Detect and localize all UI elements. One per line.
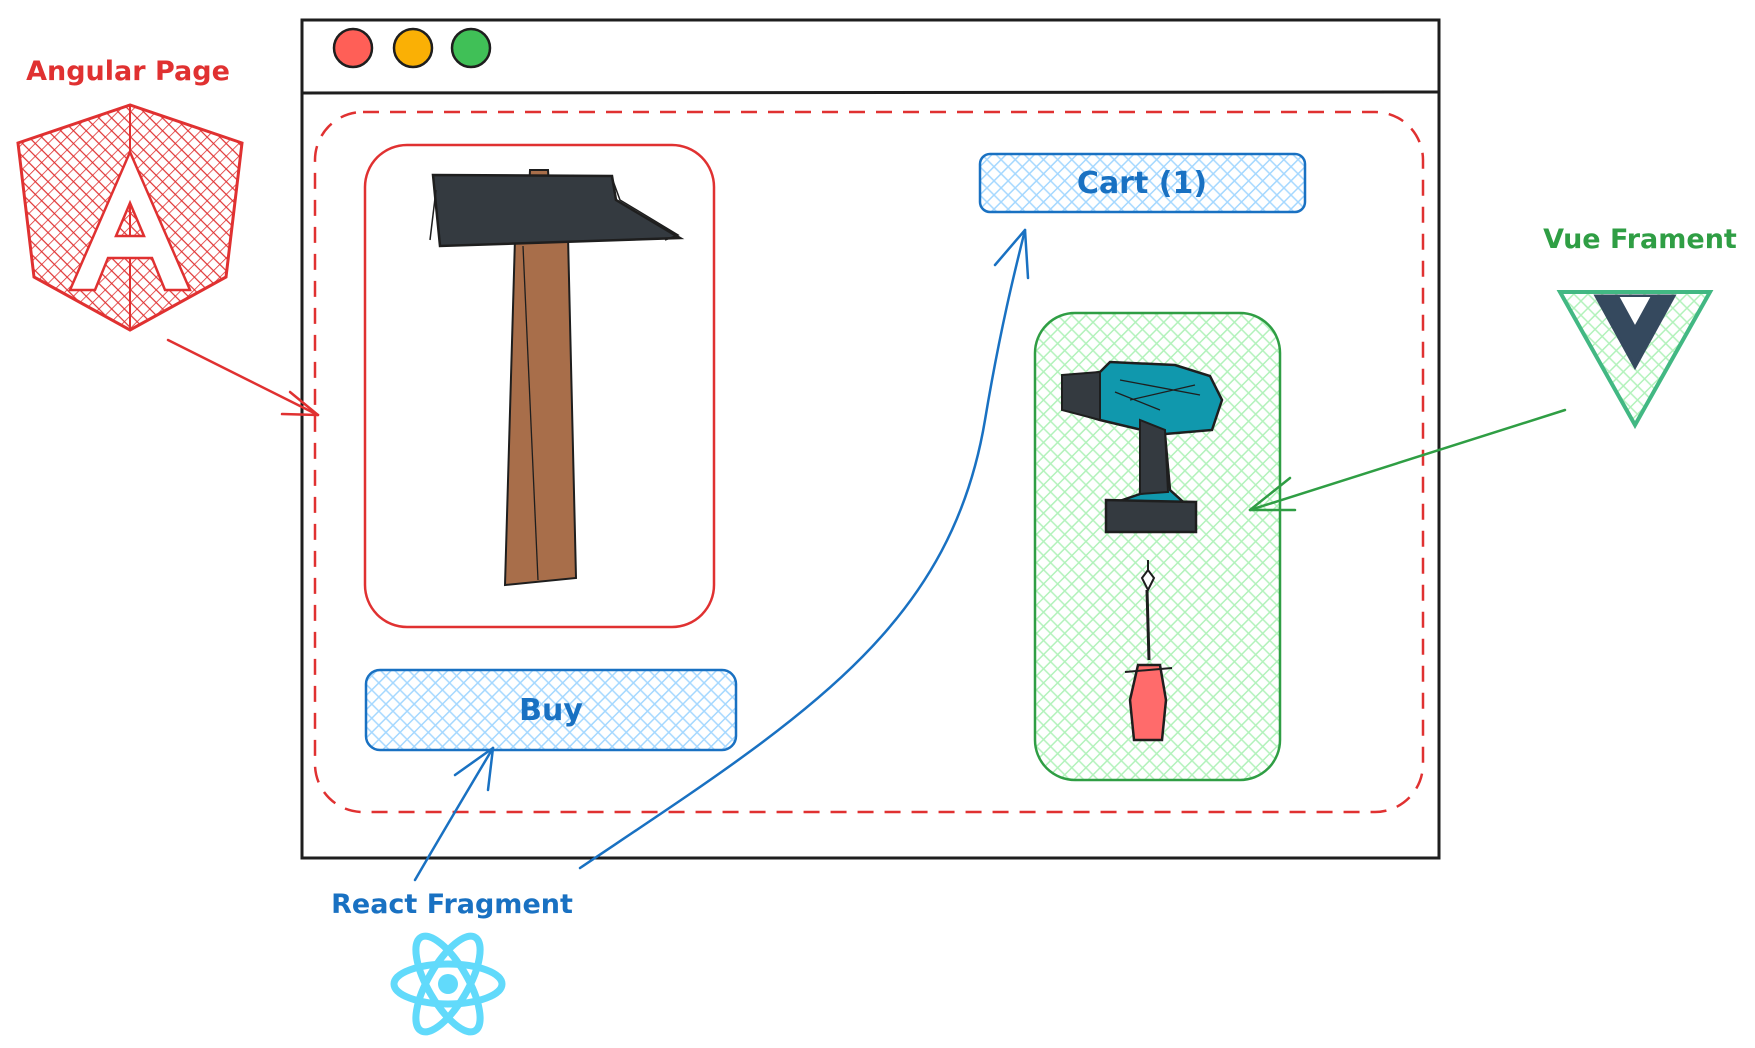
- angular-page-region: [313, 110, 1425, 814]
- hammer-icon: [429, 169, 685, 587]
- vue-logo-icon: [1556, 290, 1714, 430]
- drill-icon[interactable]: [1061, 360, 1224, 534]
- cart-button-label: Cart (1): [1077, 166, 1207, 201]
- react-fragment-label: React Fragment: [331, 889, 573, 920]
- vue-arrow: [1248, 408, 1567, 512]
- angular-page-label: Angular Page: [26, 56, 230, 87]
- close-dot[interactable]: [332, 27, 374, 69]
- screwdriver-icon[interactable]: [1124, 560, 1173, 742]
- buy-button[interactable]: Buy: [364, 668, 738, 752]
- react-to-cart-arrow: [578, 228, 1030, 870]
- cart-button[interactable]: Cart (1): [978, 152, 1307, 214]
- maximize-dot[interactable]: [450, 27, 492, 69]
- angular-arrow: [166, 338, 320, 417]
- buy-button-label: Buy: [519, 693, 583, 728]
- minimize-dot[interactable]: [392, 27, 434, 69]
- buy-button-bg[interactable]: [364, 668, 738, 752]
- title-bar-divider: [301, 90, 1440, 95]
- product-card: [363, 143, 716, 629]
- recommendations-panel: [1033, 311, 1282, 782]
- vue-fragment-label: Vue Frament: [1543, 224, 1737, 255]
- cart-button-bg[interactable]: [978, 152, 1307, 214]
- recommendations-panel-bg: [1033, 311, 1282, 782]
- angular-logo-icon: [16, 103, 244, 332]
- react-logo-icon: [390, 932, 506, 1036]
- react-to-buy-arrow: [413, 746, 495, 882]
